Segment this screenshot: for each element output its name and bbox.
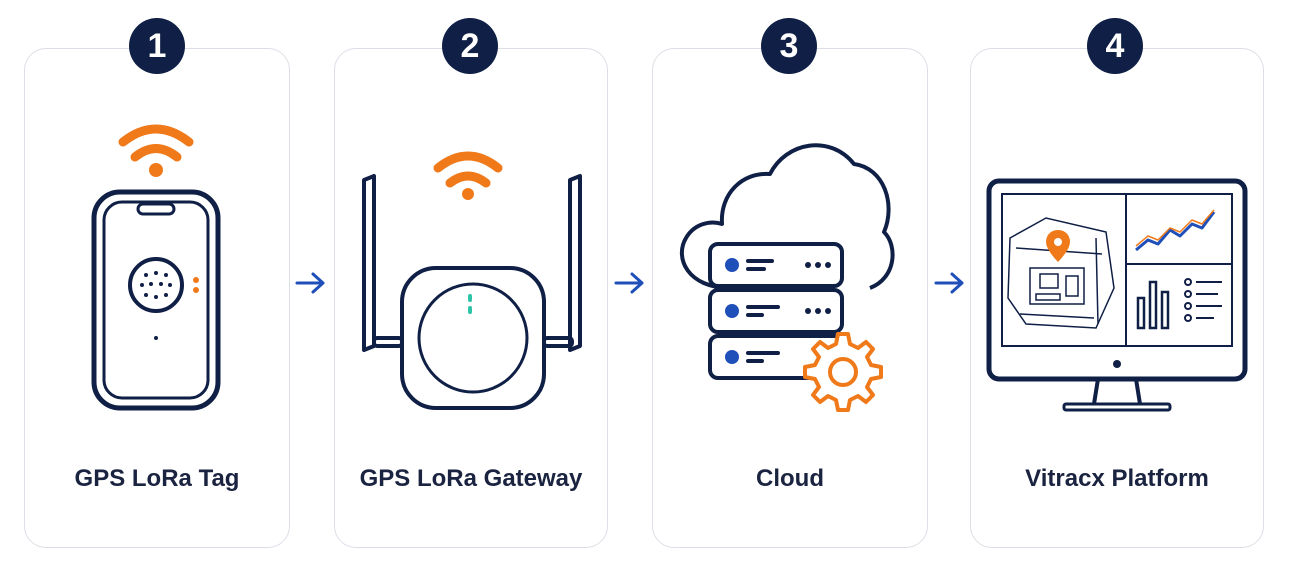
- flow-arrow-right-icon: [934, 272, 964, 294]
- step-label-1: GPS LoRa Tag: [74, 465, 240, 492]
- step-badge-4: 4: [1087, 18, 1143, 74]
- step-badge-3: 3: [761, 18, 817, 74]
- flow-arrow-right-icon: [295, 272, 325, 294]
- cloud-server-icon: [679, 143, 895, 412]
- step-label-3: Cloud: [756, 465, 824, 492]
- gps-tag-icon: [91, 124, 221, 411]
- step-badge-1: 1: [129, 18, 185, 74]
- step-badge-2: 2: [442, 18, 498, 74]
- step-label-4: Vitracx Platform: [1025, 465, 1209, 492]
- flow-arrow-right-icon: [614, 272, 644, 294]
- step-label-2: GPS LoRa Gateway: [359, 465, 583, 492]
- monitor-dashboard-icon: [986, 178, 1248, 412]
- step-card-4: [970, 48, 1264, 548]
- gateway-icon: [362, 151, 582, 410]
